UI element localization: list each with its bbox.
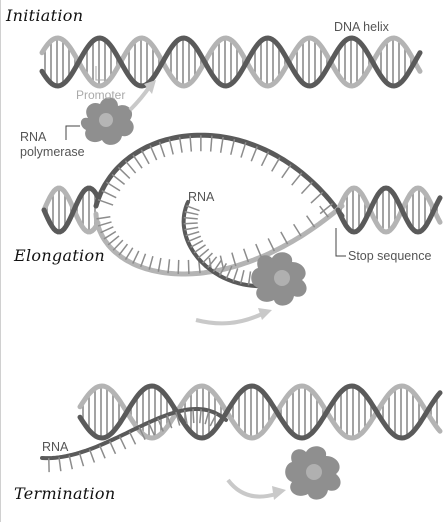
template-upper-tick — [112, 174, 125, 184]
template-upper-tick — [180, 137, 183, 153]
template-upper-tick — [292, 173, 302, 185]
rna-polymerase-label-line1: RNA — [20, 130, 85, 145]
template-upper-tick — [272, 158, 280, 172]
coding-lower-tick — [256, 244, 261, 257]
template-upper-tick — [169, 139, 173, 155]
rna-strand-termination — [42, 409, 226, 472]
rna-label-termination: RNA — [42, 440, 68, 454]
coding-lower-tick — [133, 251, 139, 264]
template-upper-tick — [160, 142, 165, 157]
stop-sequence-leader-line — [336, 228, 346, 256]
coding-lower-tick — [113, 240, 123, 250]
rna-elongation-tick — [241, 270, 244, 284]
template-upper-tick — [141, 150, 149, 164]
coding-lower-tick — [119, 244, 127, 255]
promoter-leader-line — [96, 66, 108, 80]
template-upper-tick — [241, 142, 246, 157]
rna-termination-tick — [200, 409, 201, 423]
coding-lower-tick — [141, 254, 146, 267]
rna-elongation-tick — [203, 253, 213, 263]
template-upper-tick — [262, 151, 269, 165]
dna-helix-elongation-left — [44, 188, 98, 232]
rna-elongation-tick — [186, 232, 199, 236]
template-upper-backbone — [96, 135, 342, 216]
rna-elongation-tick — [184, 227, 198, 229]
rna-elongation-tick — [184, 218, 198, 219]
template-upper-tick — [107, 182, 121, 191]
template-upper-tick — [125, 161, 135, 173]
elongation-arrowhead — [258, 308, 272, 320]
template-upper-tick — [301, 182, 312, 194]
coding-lower-tick — [294, 224, 301, 236]
template-upper-tick — [150, 145, 156, 160]
rna-elongation-tick — [186, 206, 199, 211]
rna-termination-backbone — [42, 409, 226, 458]
rna-polymerase-blob-elongation — [251, 252, 306, 305]
promoter-label: Promoter — [76, 88, 125, 102]
coding-lower-tick — [281, 232, 288, 244]
rna-elongation-tick — [194, 245, 206, 253]
dna-helix-elongation-right — [338, 188, 440, 232]
coding-lower-tick — [307, 216, 315, 227]
template-upper-tick — [251, 146, 257, 161]
rna-elongation-tick — [191, 241, 203, 248]
template-upper-tick — [282, 165, 291, 178]
rna-elongation-tick — [233, 268, 237, 281]
template-upper-tick — [133, 155, 142, 168]
elongation-direction-arrow — [196, 314, 262, 323]
rna-elongation-tick — [248, 271, 250, 285]
release-arrow — [228, 480, 276, 497]
transcription-bubble — [96, 135, 342, 274]
coding-lower-tick — [126, 248, 133, 260]
rna-elongation-tick — [188, 236, 201, 241]
rna-termination-tick — [59, 457, 61, 471]
stage-initiation-label: Initiation — [6, 6, 83, 25]
dna-helix-label: DNA helix — [334, 20, 389, 34]
rna-polymerase-blob-released — [285, 446, 340, 499]
rna-termination-tick — [90, 449, 95, 462]
coding-lower-tick — [244, 249, 249, 262]
rna-elongation-tick — [184, 223, 198, 224]
coding-lower-tick — [108, 236, 119, 245]
rna-polymerase-label-line2: polymerase — [20, 145, 85, 160]
coding-lower-tick — [268, 238, 274, 251]
rna-elongation-tick — [198, 249, 209, 258]
stage-elongation-label: Elongation — [14, 246, 105, 265]
promoter-arrow — [130, 86, 150, 110]
coding-lower-tick — [178, 260, 179, 274]
template-upper-tick — [102, 191, 116, 198]
rna-termination-tick — [120, 436, 126, 449]
template-upper-tick — [311, 192, 323, 203]
rna-polymerase-blob — [81, 97, 134, 145]
stop-sequence-label: Stop sequence — [348, 249, 431, 263]
rna-termination-tick — [110, 441, 116, 454]
rna-termination-tick — [100, 445, 105, 458]
rna-termination-tick — [79, 453, 83, 466]
template-upper-tick — [118, 167, 129, 178]
coding-lower-tick — [104, 232, 116, 239]
rna-termination-tick — [193, 409, 194, 423]
rna-termination-tick — [129, 432, 135, 445]
template-upper-tick — [231, 139, 235, 155]
rna-termination-tick — [69, 456, 72, 470]
release-arrowhead — [272, 486, 286, 500]
rna-elongation-tick — [185, 212, 199, 215]
template-upper-tick — [98, 200, 113, 205]
dna-helix-initiation — [42, 38, 420, 86]
stage-termination-label: Termination — [14, 484, 115, 503]
rna-polymerase-label: RNA polymerase — [20, 130, 85, 160]
rna-label-elongation: RNA — [188, 190, 214, 204]
coding-lower-tick — [101, 227, 114, 233]
